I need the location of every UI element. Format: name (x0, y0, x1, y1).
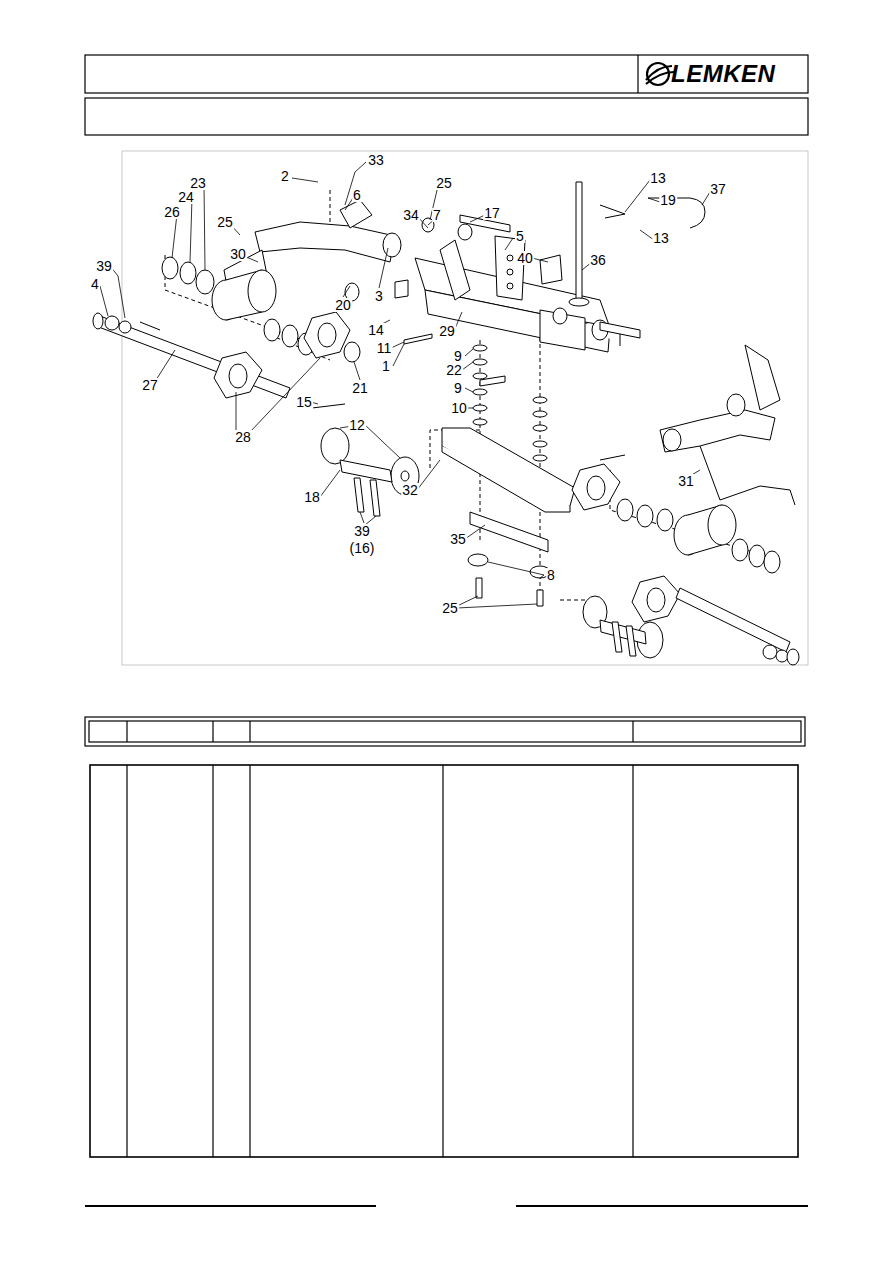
callout-number: 32 (401, 483, 419, 497)
callout-number: 35 (449, 532, 467, 546)
leader-lines (100, 162, 710, 608)
callout-number: 20 (334, 298, 352, 312)
callout-number: (16) (349, 541, 376, 555)
callout-number: 33 (367, 153, 385, 167)
callout-number: 36 (589, 253, 607, 267)
brand-logo: LEMKEN (670, 62, 776, 86)
callout-number: 3 (374, 289, 384, 303)
callout-number: 25 (216, 215, 234, 229)
callout-number: 37 (709, 182, 727, 196)
callout-number: 14 (367, 323, 385, 337)
callout-number: 23 (189, 176, 207, 190)
callout-number: 27 (141, 378, 159, 392)
callout-number: 13 (649, 171, 667, 185)
callout-number: 22 (445, 363, 463, 377)
callout-number: 39 (353, 524, 371, 538)
callout-number: 1 (381, 359, 391, 373)
callout-number: 29 (438, 324, 456, 338)
callout-number: 4 (90, 277, 100, 291)
callout-number: 13 (652, 231, 670, 245)
callout-number: 11 (376, 341, 393, 355)
callout-number: 10 (450, 401, 468, 415)
callout-number: 30 (229, 247, 247, 261)
callout-number: 28 (234, 430, 252, 444)
callout-number: 8 (546, 568, 556, 582)
callout-number: 25 (441, 601, 459, 615)
callout-number: 9 (453, 381, 463, 395)
callout-number: 12 (348, 418, 366, 432)
callout-number: 6 (352, 188, 362, 202)
callout-number: 5 (515, 229, 525, 243)
callout-number: 24 (177, 190, 195, 204)
callout-number: 9 (453, 349, 463, 363)
callout-number: 2 (280, 169, 290, 183)
callout-number: 40 (516, 251, 534, 265)
callout-number: 15 (295, 395, 313, 409)
callout-number: 18 (303, 490, 321, 504)
table-header (85, 717, 805, 746)
logo-symbol (646, 63, 674, 85)
callout-number: 21 (351, 381, 369, 395)
callout-number: 7 (432, 208, 442, 222)
callout-number: 19 (659, 193, 677, 207)
callout-number: 17 (483, 206, 501, 220)
exploded-view (93, 182, 799, 665)
callout-number: 34 (402, 208, 420, 222)
header-frame (85, 55, 808, 93)
title-frame (85, 98, 808, 135)
callout-number: 31 (677, 474, 695, 488)
callout-number: 25 (435, 176, 453, 190)
table-body (90, 765, 798, 1157)
callout-number: 39 (95, 259, 113, 273)
callout-number: 26 (163, 205, 181, 219)
